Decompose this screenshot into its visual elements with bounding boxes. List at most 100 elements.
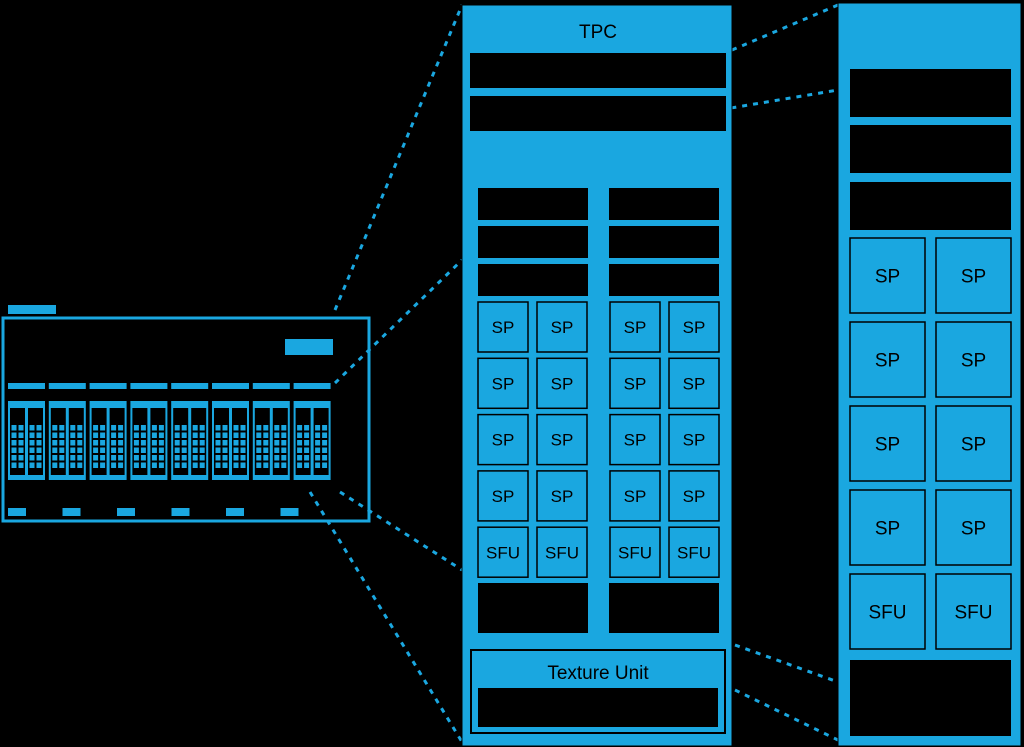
chip-cluster-1 <box>48 383 86 480</box>
sfu-cell-4-1: SFU <box>536 526 588 578</box>
sm-right-block-1 <box>609 188 719 220</box>
chip-frame <box>1 316 371 523</box>
tpc-top-block-2 <box>470 96 726 131</box>
sp-cell-0-2: SP <box>609 301 661 353</box>
chip-cluster-7 <box>293 383 331 480</box>
sp-cell-3-3: SP <box>668 470 720 522</box>
sp-cell-0-3-label: SP <box>683 318 706 337</box>
sp-cell-0-3: SP <box>668 301 720 353</box>
sp-cell-3-3-label: SP <box>683 487 706 506</box>
sm-left-bottom-block <box>478 583 588 633</box>
chip-memory-port-1 <box>62 508 81 516</box>
chip-cluster-5 <box>212 383 249 480</box>
sm-sfu-cell-4-0: SFU <box>849 573 926 650</box>
sm-left-block-2 <box>478 226 588 258</box>
chip-memory-port-3 <box>171 508 190 516</box>
sm-sp-cell-2-0: SP <box>849 405 926 482</box>
texture-cache-block <box>478 688 718 727</box>
sfu-cell-4-0: SFU <box>477 526 529 578</box>
sfu-cell-4-2-label: SFU <box>618 543 652 562</box>
sm-left-block-1 <box>478 188 588 220</box>
sp-cell-3-0: SP <box>477 470 529 522</box>
sm-sp-cell-0-0-label: SP <box>875 266 900 287</box>
sm-sp-cell-2-1: SP <box>935 405 1012 482</box>
texture-unit-frame <box>470 649 726 734</box>
sp-cell-0-0-label: SP <box>492 318 515 337</box>
sp-cell-1-3-label: SP <box>683 374 706 393</box>
texture-unit: Texture Unit <box>470 649 726 734</box>
sm-sp-cell-1-0: SP <box>849 321 926 398</box>
sm-right-bottom-block <box>609 583 719 633</box>
sp-cell-1-3: SP <box>668 357 720 410</box>
sm-right-block-2 <box>609 226 719 258</box>
sfu-cell-4-1-label: SFU <box>545 543 579 562</box>
chip-cluster-6 <box>252 383 290 480</box>
sm-sp-cell-0-0: SP <box>849 237 926 314</box>
sp-cell-1-1-label: SP <box>551 374 574 393</box>
sm-sp-cell-2-1-label: SP <box>961 434 986 455</box>
sm-right <box>609 188 719 633</box>
sm-sp-cell-1-1: SP <box>935 321 1012 398</box>
chip-cluster-0 <box>8 383 45 480</box>
sp-cell-3-1: SP <box>536 470 588 522</box>
sm-sp-cell-3-1: SP <box>935 489 1012 566</box>
chip-tab <box>8 305 56 314</box>
tpc-panel: TPC SP SP SP SP SP SP SP SP SP SP SP SP SP SP SP SP SFU S… <box>461 4 733 747</box>
sm-sp-cell-3-1-label: SP <box>961 518 986 539</box>
chip-memory-port-5 <box>280 508 299 516</box>
sp-cell-2-3-label: SP <box>683 431 706 450</box>
sm-sp-cell-0-1: SP <box>935 237 1012 314</box>
sfu-cell-4-0-label: SFU <box>486 543 520 562</box>
chip-overview <box>1 305 371 523</box>
sp-cell-1-1: SP <box>536 357 588 410</box>
sp-cell-3-2: SP <box>609 470 661 522</box>
sm-left <box>478 188 588 633</box>
sm-sp-cell-1-1-label: SP <box>961 350 986 371</box>
sp-cell-2-1-label: SP <box>551 431 574 450</box>
sp-cell-0-1: SP <box>536 301 588 353</box>
sm-detail-panel: SP SP SP SP SP SP SP SP SFU SFU <box>837 2 1022 747</box>
sm-sfu-cell-4-1: SFU <box>935 573 1012 650</box>
sp-cell-1-0-label: SP <box>492 374 515 393</box>
sm-detail-block-2 <box>850 125 1011 173</box>
sm-detail-block-1 <box>850 69 1011 117</box>
sm-detail-bottom-block <box>850 660 1011 736</box>
chip-cluster-4 <box>171 383 209 480</box>
sp-cell-1-0: SP <box>477 357 529 410</box>
sp-cell-0-1-label: SP <box>551 318 574 337</box>
sp-cell-2-2: SP <box>609 413 661 466</box>
sm-sfu-cell-4-0-label: SFU <box>869 602 907 623</box>
sp-cell-2-2-label: SP <box>624 431 647 450</box>
sp-cell-3-0-label: SP <box>492 487 515 506</box>
sm-sp-cell-3-0: SP <box>849 489 926 566</box>
sp-cell-2-0-label: SP <box>492 431 515 450</box>
sp-cell-2-1: SP <box>536 413 588 466</box>
sp-cell-3-2-label: SP <box>624 487 647 506</box>
chip-cluster-3 <box>130 383 168 480</box>
sm-left-block-3 <box>478 264 588 296</box>
sm-right-block-3 <box>609 264 719 296</box>
chip-memory-port-0 <box>8 508 26 516</box>
tpc-top-block-1 <box>470 53 726 88</box>
sp-cell-2-3: SP <box>668 413 720 466</box>
chip-memory-port-2 <box>117 508 135 516</box>
sfu-cell-4-3: SFU <box>668 526 720 578</box>
texture-unit-label: Texture Unit <box>547 663 649 684</box>
sm-sfu-cell-4-1-label: SFU <box>955 602 993 623</box>
sp-cell-0-2-label: SP <box>624 318 647 337</box>
sfu-cell-4-2: SFU <box>609 526 661 578</box>
sm-sp-cell-3-0-label: SP <box>875 518 900 539</box>
sm-detail-block-3 <box>850 182 1011 230</box>
sp-cell-1-2-label: SP <box>624 374 647 393</box>
sfu-cell-4-3-label: SFU <box>677 543 711 562</box>
sm-sp-cell-0-1-label: SP <box>961 266 986 287</box>
sm-sp-cell-1-0-label: SP <box>875 350 900 371</box>
tpc-title: TPC <box>579 22 617 43</box>
chip-cluster-2 <box>89 383 127 480</box>
chip-host-block <box>285 339 333 355</box>
sp-cell-2-0: SP <box>477 413 529 466</box>
sm-sp-cell-2-0-label: SP <box>875 434 900 455</box>
sp-cell-3-1-label: SP <box>551 487 574 506</box>
sp-cell-0-0: SP <box>477 301 529 353</box>
